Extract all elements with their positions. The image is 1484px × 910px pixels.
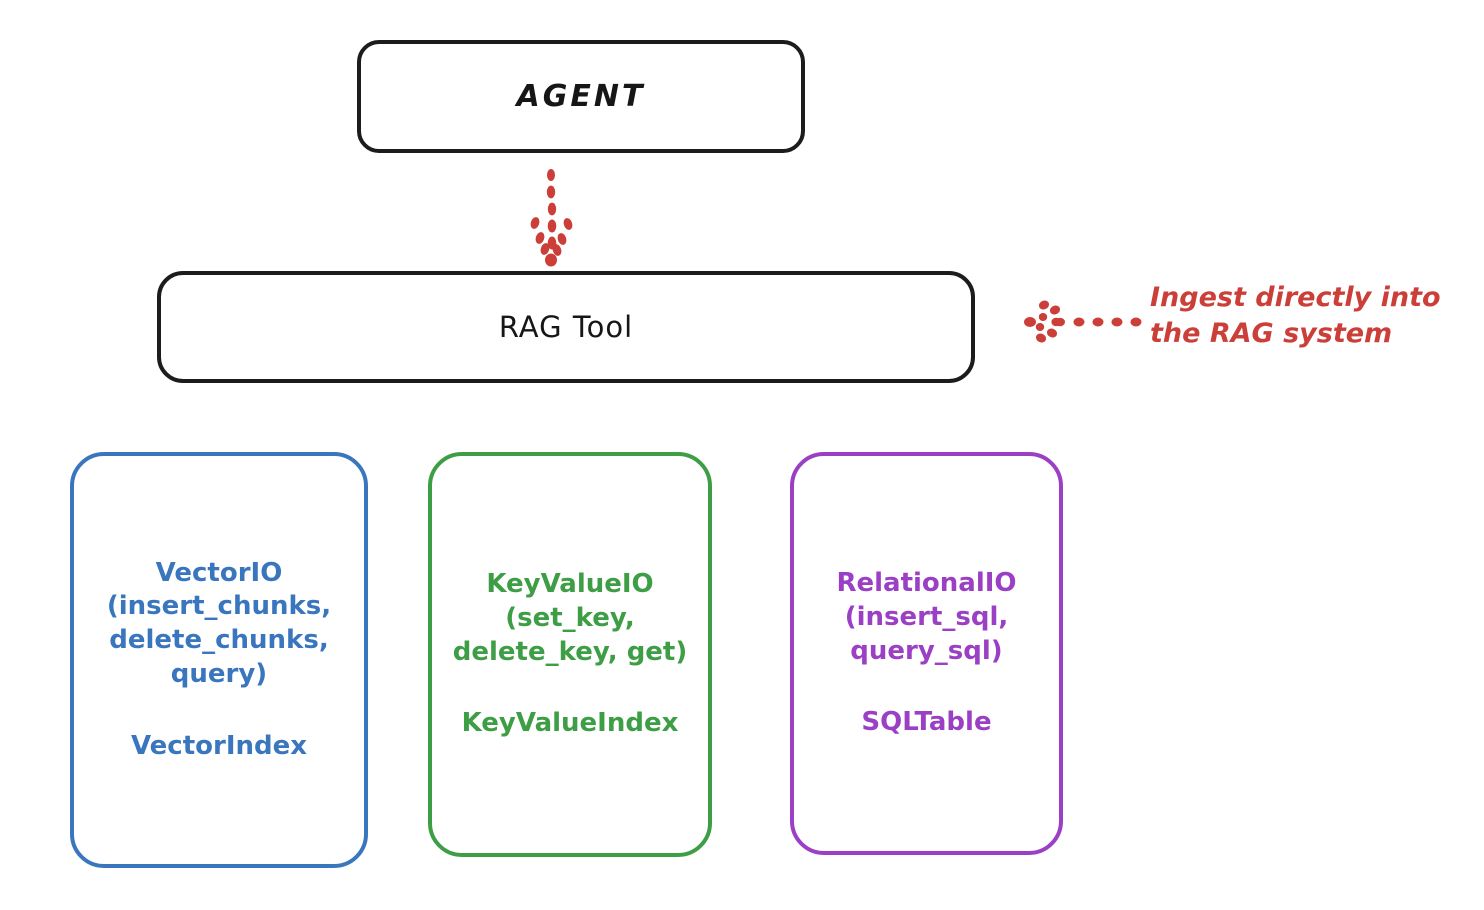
arrow-ingest-to-rag-tool [1024, 300, 1142, 343]
arrow-agent-to-rag-tool [530, 169, 573, 267]
node-keyvalue-io-api-label: KeyValueIO (set_key, delete_key, get) [452, 568, 688, 667]
node-agent-label: AGENT [516, 79, 646, 114]
node-keyvalue-index-label: KeyValueIndex [461, 708, 679, 739]
node-keyvalue-io[interactable]: KeyValueIO (set_key, delete_key, get) Ke… [428, 452, 712, 857]
node-relational-io-api-label: RelationalIO (insert_sql, query_sql) [836, 567, 1017, 666]
node-relational-io[interactable]: RelationalIO (insert_sql, query_sql) SQL… [790, 452, 1063, 855]
node-rag-tool-label: RAG Tool [498, 310, 634, 344]
node-rag-tool[interactable]: RAG Tool [157, 271, 975, 383]
node-sql-table-label: SQLTable [861, 707, 992, 738]
node-vector-index-label: VectorIndex [130, 730, 308, 761]
annotation-ingest-text: Ingest directly into the RAG system [1150, 282, 1441, 350]
node-vector-io-api-label: VectorIO (insert_chunks, delete_chunks, … [106, 557, 332, 689]
node-vector-io[interactable]: VectorIO (insert_chunks, delete_chunks, … [70, 452, 368, 868]
node-agent[interactable]: AGENT [357, 40, 805, 153]
